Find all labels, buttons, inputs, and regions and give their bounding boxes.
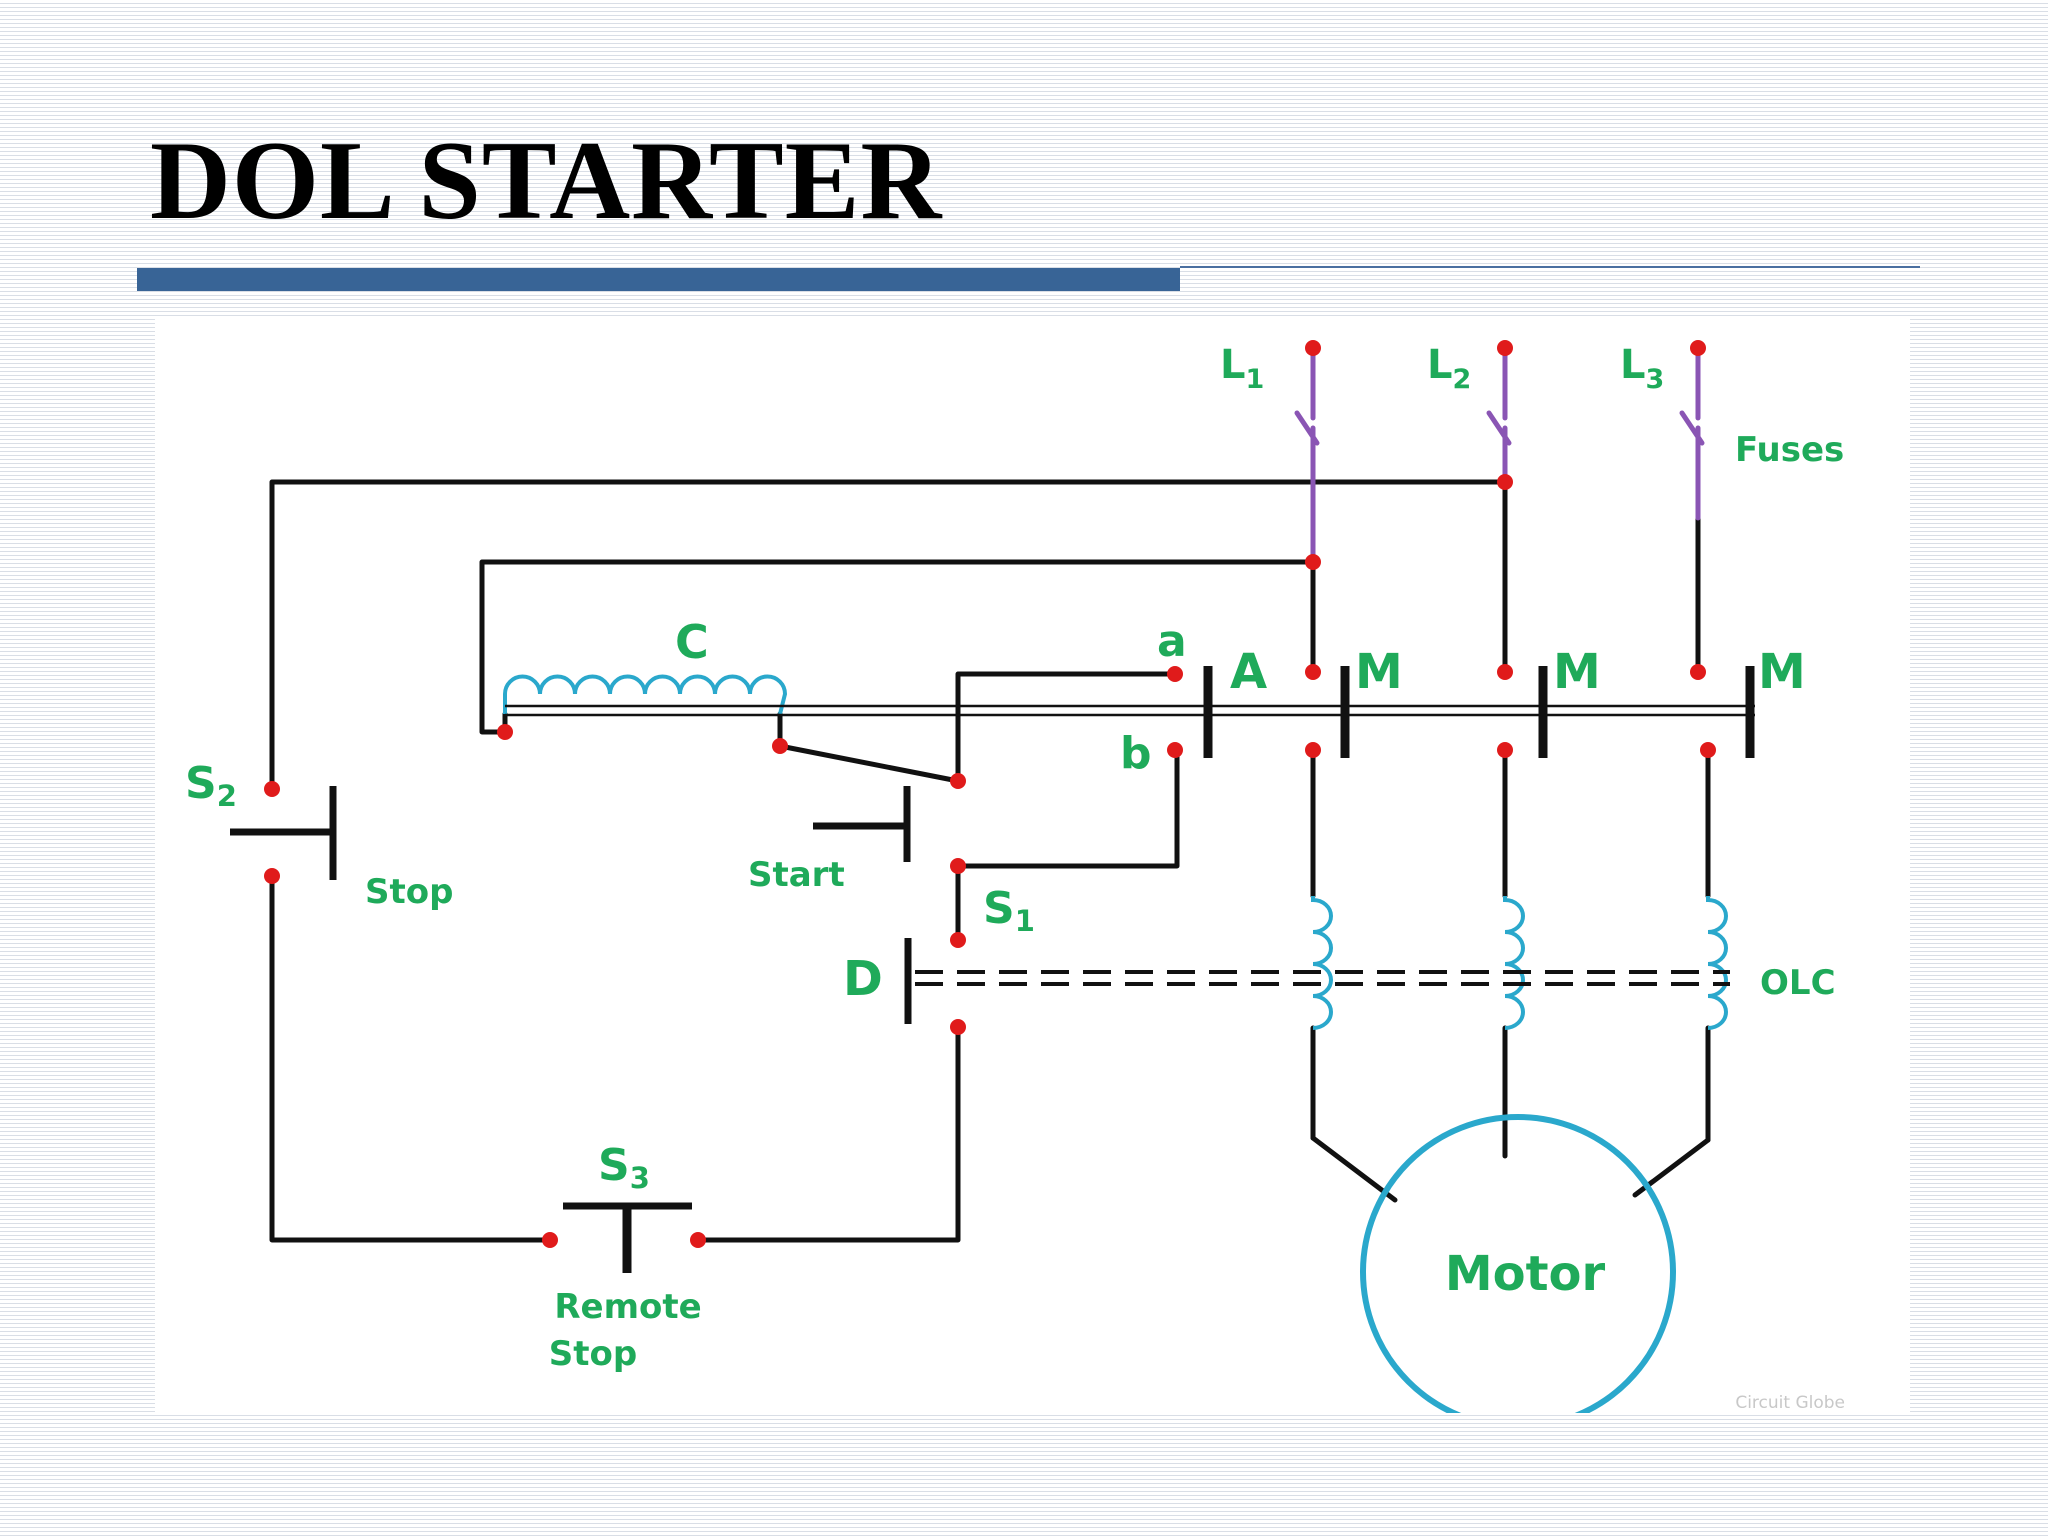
node-l1-top (1305, 340, 1321, 356)
node-s3-right (690, 1232, 706, 1248)
label-contact-a: a (1157, 616, 1187, 667)
olc-coil-1 (1311, 896, 1333, 1030)
label-coil-c: C (675, 615, 709, 669)
wire-to-a (955, 671, 1178, 784)
node-m1-bottom (1305, 742, 1321, 758)
coil-c (503, 674, 788, 715)
node-s2-top (264, 781, 280, 797)
label-remote-stop-line2: Stop (549, 1334, 637, 1374)
node-s3-left (542, 1232, 558, 1248)
node-coil-right (772, 738, 788, 754)
label-s1: S1 (983, 883, 1035, 938)
label-main-m1: M (1355, 644, 1403, 700)
label-s2: S2 (185, 758, 237, 813)
node-coil-left (497, 724, 513, 740)
node-l2-top (1497, 340, 1513, 356)
title-underline-thick (137, 268, 1180, 291)
olc-dashed-link (915, 970, 1730, 986)
wire-bottom-right (695, 1024, 961, 1243)
label-main-m2: M (1553, 644, 1601, 700)
power-wires (1310, 479, 1711, 1203)
node-s1-bottom (950, 932, 966, 948)
node-m3-top (1690, 664, 1706, 680)
label-s3: S3 (598, 1140, 650, 1195)
node-d-bottom (950, 1019, 966, 1035)
push-buttons (230, 786, 912, 1273)
control-wires (269, 479, 1508, 1243)
node-l3-top (1690, 340, 1706, 356)
label-fuses: Fuses (1735, 430, 1844, 470)
label-olc: OLC (1760, 963, 1836, 1003)
wire-motor-1 (1310, 1135, 1398, 1203)
wire-start-lever (777, 743, 961, 784)
fuses (1294, 345, 1705, 565)
terminal-nodes (264, 340, 1716, 1248)
olc-coils (1311, 896, 1728, 1030)
node-m2-bottom (1497, 742, 1513, 758)
label-motor: Motor (1445, 1246, 1606, 1302)
node-l2-junction (1497, 474, 1513, 490)
node-m1-top (1305, 664, 1321, 680)
motor-symbol (1360, 1114, 1676, 1413)
node-start-bottom (950, 858, 966, 874)
label-l1: L1 (1220, 342, 1264, 395)
olc-coil-2 (1503, 896, 1525, 1030)
fuse-l3-blade (1679, 410, 1705, 446)
node-l1-junction (1305, 554, 1321, 570)
label-main-m3: M (1758, 644, 1806, 700)
mechanical-link (505, 704, 1755, 717)
label-l3: L3 (1620, 342, 1664, 395)
node-start-top (950, 773, 966, 789)
label-remote-stop-line1: Remote (554, 1287, 701, 1327)
label-l2: L2 (1427, 342, 1471, 395)
label-contact-b: b (1120, 728, 1152, 779)
fuse-l1-blade (1294, 410, 1320, 446)
label-d: D (843, 951, 883, 1007)
label-start: Start (748, 855, 845, 895)
node-b (1167, 742, 1183, 758)
credit-watermark: Circuit Globe (1735, 1393, 1845, 1413)
contact-bars (1203, 666, 1755, 758)
wire-l1-feed (479, 559, 1316, 735)
node-s2-bottom (264, 868, 280, 884)
label-stop: Stop (365, 872, 453, 912)
wire-top-loop (269, 479, 1508, 792)
fuse-l2-blade (1486, 410, 1512, 446)
node-m3-bottom (1700, 742, 1716, 758)
slide-title: DOL STARTER (150, 119, 943, 243)
title-underline-thin (1180, 266, 1920, 268)
olc-coil-3 (1706, 896, 1728, 1030)
wire-bottom-left (269, 873, 553, 1243)
diagram-labels: L1 L2 L3 Fuses C a b A M M M S2 Stop Sta… (185, 342, 1845, 1413)
node-m2-top (1497, 664, 1513, 680)
node-a (1167, 666, 1183, 682)
label-aux-a: A (1230, 644, 1267, 700)
dol-starter-diagram: L1 L2 L3 Fuses C a b A M M M S2 Stop Sta… (155, 318, 1910, 1413)
